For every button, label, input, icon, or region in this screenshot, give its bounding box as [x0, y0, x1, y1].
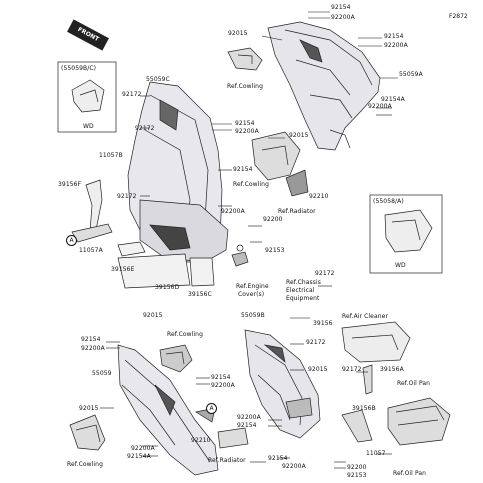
upper-cowling-panel — [267, 21, 381, 151]
part-label: 92200A — [384, 42, 408, 49]
stay-39156f — [85, 179, 103, 233]
radiator-side-cover — [251, 131, 301, 181]
pad-39156c — [189, 257, 215, 287]
ref-label: Ref.Air Cleaner — [342, 313, 389, 320]
part-label: 39156C — [188, 291, 212, 298]
part-label: 92015 — [143, 312, 163, 319]
part-label: 92210 — [309, 193, 329, 200]
ref-label: Ref.Oil Pan — [397, 380, 431, 387]
part-label: 92015 — [289, 132, 309, 139]
reference-marker-a: A — [206, 403, 217, 414]
part-label: 92153 — [265, 247, 285, 254]
part-label: 92200A — [211, 382, 235, 389]
ref-label: Ref.Radiator — [278, 208, 316, 215]
part-label: 11057 — [366, 450, 386, 457]
part-label: 92200 — [347, 464, 367, 471]
part-label: 92200A — [131, 445, 155, 452]
part-label: 92200A — [81, 345, 105, 352]
part-label: 92015 — [308, 366, 328, 373]
part-label: 92200A — [221, 208, 245, 215]
part-label: 92015 — [228, 30, 248, 37]
part-label: 39156A — [380, 366, 404, 373]
part-label: 92154 — [81, 336, 101, 343]
part-label: 92200A — [237, 414, 261, 421]
part-label: 92154 — [211, 374, 231, 381]
part-label: 39156E — [111, 266, 135, 273]
part-label: 92172 — [315, 270, 335, 277]
part-label: 92172 — [122, 91, 142, 98]
ref-label: Ref.Engine — [236, 283, 269, 290]
part-label: 92015 — [79, 405, 99, 412]
figure-code: F2872 — [449, 13, 468, 20]
part-label: 55059A — [399, 71, 423, 78]
part-label: 55059C — [146, 76, 170, 83]
ref-label: Ref.Cowling — [233, 181, 269, 188]
ref-label: Ref.Chassis — [286, 279, 321, 286]
part-label: 92154 — [235, 120, 255, 127]
part-label: 55059B — [241, 312, 265, 319]
part-label: 92172 — [117, 193, 137, 200]
part-label: 92200A — [235, 128, 259, 135]
part-label: 92172 — [135, 125, 155, 132]
upper-bracket — [227, 47, 263, 71]
part-label: 55059 — [92, 370, 112, 377]
part-label: 92172 — [342, 366, 362, 373]
part-label: 92154 — [331, 4, 351, 11]
stay-39156b — [341, 409, 373, 443]
stay-39156a — [362, 364, 373, 395]
part-label: 39156B — [352, 405, 376, 412]
part-label: 39156D — [155, 284, 180, 291]
air-cleaner-cover — [341, 321, 411, 363]
part-label: 92172 — [306, 339, 326, 346]
radiator-bracket-92210 — [285, 169, 309, 197]
part-label: 92154 — [233, 166, 253, 173]
inset-title-right: (55058/A) — [373, 198, 404, 205]
ref-label: Ref.Cowling — [167, 331, 203, 338]
pad-39156e — [117, 241, 146, 257]
reference-marker-a: A — [66, 235, 77, 246]
part-label: 92200A — [331, 14, 355, 21]
inset-wd-left: WD — [83, 123, 94, 130]
part-label: 92154 — [384, 33, 404, 40]
inset-title-left: (55059B/C) — [61, 65, 97, 72]
part-label: 39156 — [313, 320, 333, 327]
lower-bracket — [159, 344, 193, 373]
ref-label: Ref.Cowling — [227, 83, 263, 90]
ref-label: Equipment — [286, 295, 320, 302]
inset-wd-right: WD — [395, 262, 406, 269]
ref-label: Cover(s) — [238, 291, 265, 298]
part-label: 39156F — [58, 181, 82, 188]
ref-label: Electrical — [286, 287, 315, 294]
part-label: 11057B — [99, 152, 123, 159]
part-label: 92154 — [268, 455, 288, 462]
pad-39156d — [117, 253, 191, 289]
part-label: 92210 — [191, 437, 211, 444]
part-label: 92153 — [347, 472, 367, 479]
part-label: 92154 — [237, 422, 257, 429]
part-label: 92154A — [381, 96, 405, 103]
oil-pan — [387, 397, 451, 446]
ref-label: Ref.Cowling — [67, 461, 103, 468]
part-label: 92200 — [263, 216, 283, 223]
part-label: 92200A — [282, 463, 306, 470]
part-label: 92154A — [127, 453, 151, 460]
ref-label: Ref.Radiator — [208, 457, 246, 464]
ref-label: Ref.Oil Pan — [393, 470, 427, 477]
part-label: 11057A — [79, 247, 103, 254]
part-label: 92200A — [368, 103, 392, 110]
lower-stay — [69, 414, 106, 451]
